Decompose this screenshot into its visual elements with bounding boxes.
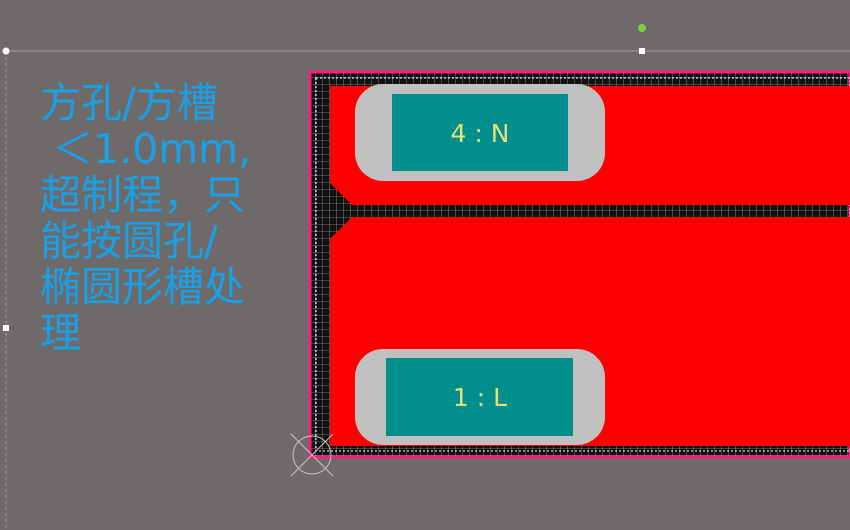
- pad-4-body: [392, 94, 568, 171]
- pad-4[interactable]: 4 : N: [355, 84, 605, 181]
- annotation-line: 椭圆形槽处: [40, 263, 245, 311]
- annotation-text[interactable]: 方孔/方槽 ＜1.0mm, 超制程，只 能按圆孔/ 椭圆形槽处 理: [40, 80, 290, 356]
- annotation-line: 能按圆孔/: [40, 217, 218, 265]
- keepout-outline: [315, 77, 850, 452]
- rotation-handle[interactable]: [638, 24, 646, 32]
- pad-4-label: 4 : N: [451, 119, 510, 148]
- pad-1-label: 1 : L: [453, 383, 507, 412]
- selection-handle-left[interactable]: [3, 325, 9, 331]
- annotation-line: 方孔/方槽: [40, 79, 218, 127]
- selection-handle-top[interactable]: [639, 48, 645, 54]
- annotation-line: 理: [40, 309, 81, 357]
- selection-handle-top-left[interactable]: [2, 47, 10, 55]
- pad-1[interactable]: 1 : L: [355, 349, 605, 445]
- pad-1-body: [386, 358, 573, 436]
- board-edge-outline: [308, 70, 850, 459]
- selection-frame: [5, 50, 850, 530]
- annotation-line: 超制程，只: [40, 171, 245, 219]
- annotation-line: ＜1.0mm,: [52, 125, 252, 173]
- origin-marker-icon: [290, 433, 334, 477]
